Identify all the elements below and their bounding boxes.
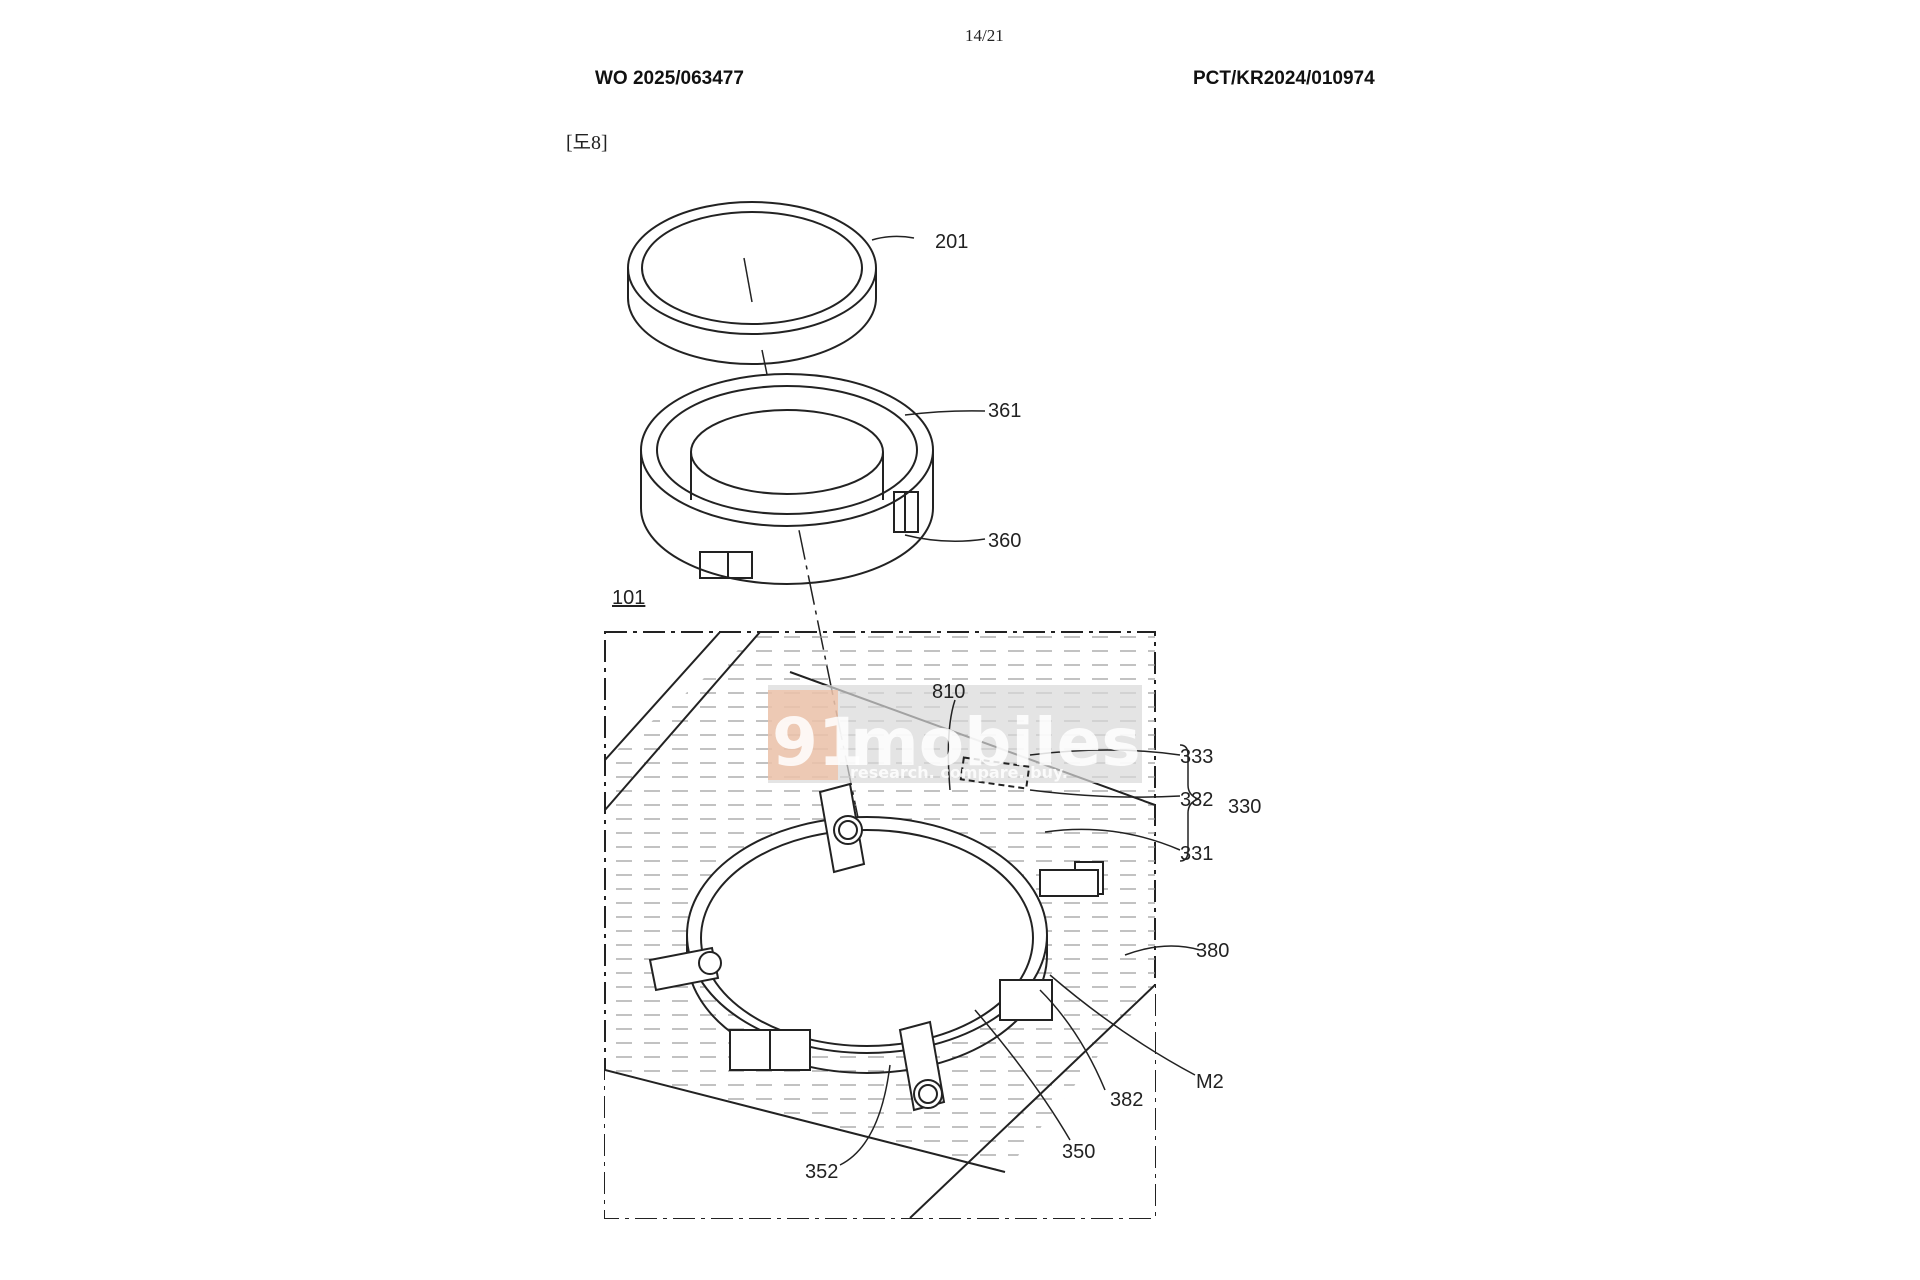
ref-333: 333 [1180,746,1213,768]
page-number: 14/21 [965,26,1004,45]
publication-number: WO 2025/063477 [595,68,744,89]
ref-810: 810 [932,681,965,703]
ring-350 [648,782,1104,1112]
watermark-number: 91 [772,704,864,781]
ref-361: 361 [988,400,1021,422]
ref-330: 330 [1228,796,1261,818]
application-number: PCT/KR2024/010974 [1193,68,1375,89]
ref-352: 352 [805,1161,838,1183]
ring-360 [640,373,934,585]
watermark-brand: mobiles [850,704,1141,781]
ref-201: 201 [935,231,968,253]
watermark-tagline: research. compare. buy. [850,763,1068,782]
ref-382: 382 [1110,1089,1143,1111]
ref-m2: M2 [1196,1071,1224,1093]
ref-380: 380 [1196,940,1229,962]
ref-101: 101 [612,587,645,609]
figure-label: [도8] [566,132,608,154]
ref-350: 350 [1062,1141,1095,1163]
ref-332: 332 [1180,789,1213,811]
ring-201 [627,201,877,365]
ref-331: 331 [1180,843,1213,865]
ref-360: 360 [988,530,1021,552]
